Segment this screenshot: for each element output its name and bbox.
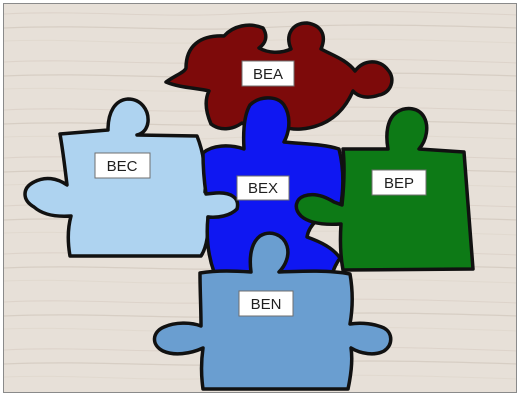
puzzle-diagram: BEA BEC BEX BEP BEN [4,4,517,393]
bec-label: BEC [107,158,138,175]
ben-label: BEN [251,296,282,313]
bep-label: BEP [384,175,414,192]
diagram-frame: BEA BEC BEX BEP BEN [3,3,517,393]
bex-label: BEX [248,180,278,197]
bea-label: BEA [253,66,283,83]
